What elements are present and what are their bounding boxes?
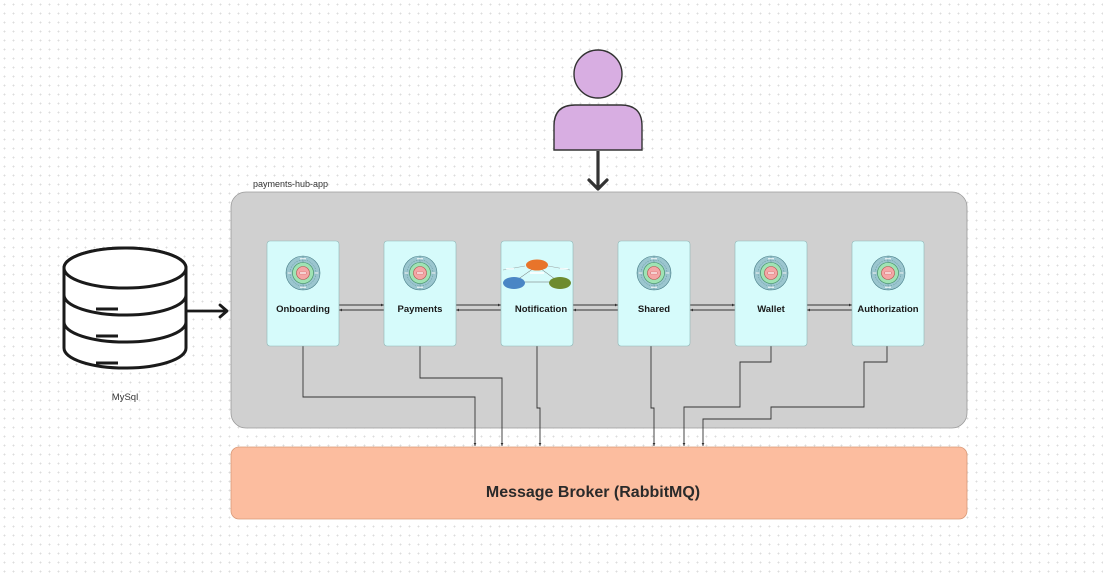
module-label: Onboarding	[276, 304, 330, 315]
user-icon	[553, 49, 643, 151]
onion-architecture-icon	[753, 255, 789, 291]
module-label: Wallet	[757, 304, 785, 315]
module-payments[interactable]: Payments	[383, 240, 457, 347]
module-connectors	[339, 303, 852, 312]
module-wallet[interactable]: Wallet	[734, 240, 808, 347]
database-to-app-arrow	[187, 303, 229, 319]
onion-architecture-icon	[402, 255, 438, 291]
database-label: MySql	[112, 392, 138, 403]
user-to-app-arrow	[587, 151, 609, 191]
module-authorization[interactable]: Authorization	[851, 240, 925, 347]
onion-architecture-icon	[285, 255, 321, 291]
module-onboarding[interactable]: Onboarding	[266, 240, 340, 347]
onion-architecture-icon	[870, 255, 906, 291]
module-shared[interactable]: Shared	[617, 240, 691, 347]
module-notification[interactable]: Notification	[500, 240, 574, 347]
message-broker	[230, 446, 968, 520]
module-label: Authorization	[857, 304, 918, 315]
module-label: Notification	[515, 304, 567, 315]
group-label: payments-hub-app	[253, 179, 328, 189]
broker-connectors	[302, 346, 888, 446]
database-icon	[62, 246, 188, 370]
flow-diagram-icon	[502, 259, 571, 289]
module-label: Shared	[638, 304, 670, 315]
module-label: Payments	[398, 304, 443, 315]
broker-label: Message Broker (RabbitMQ)	[486, 484, 700, 501]
onion-architecture-icon	[636, 255, 672, 291]
